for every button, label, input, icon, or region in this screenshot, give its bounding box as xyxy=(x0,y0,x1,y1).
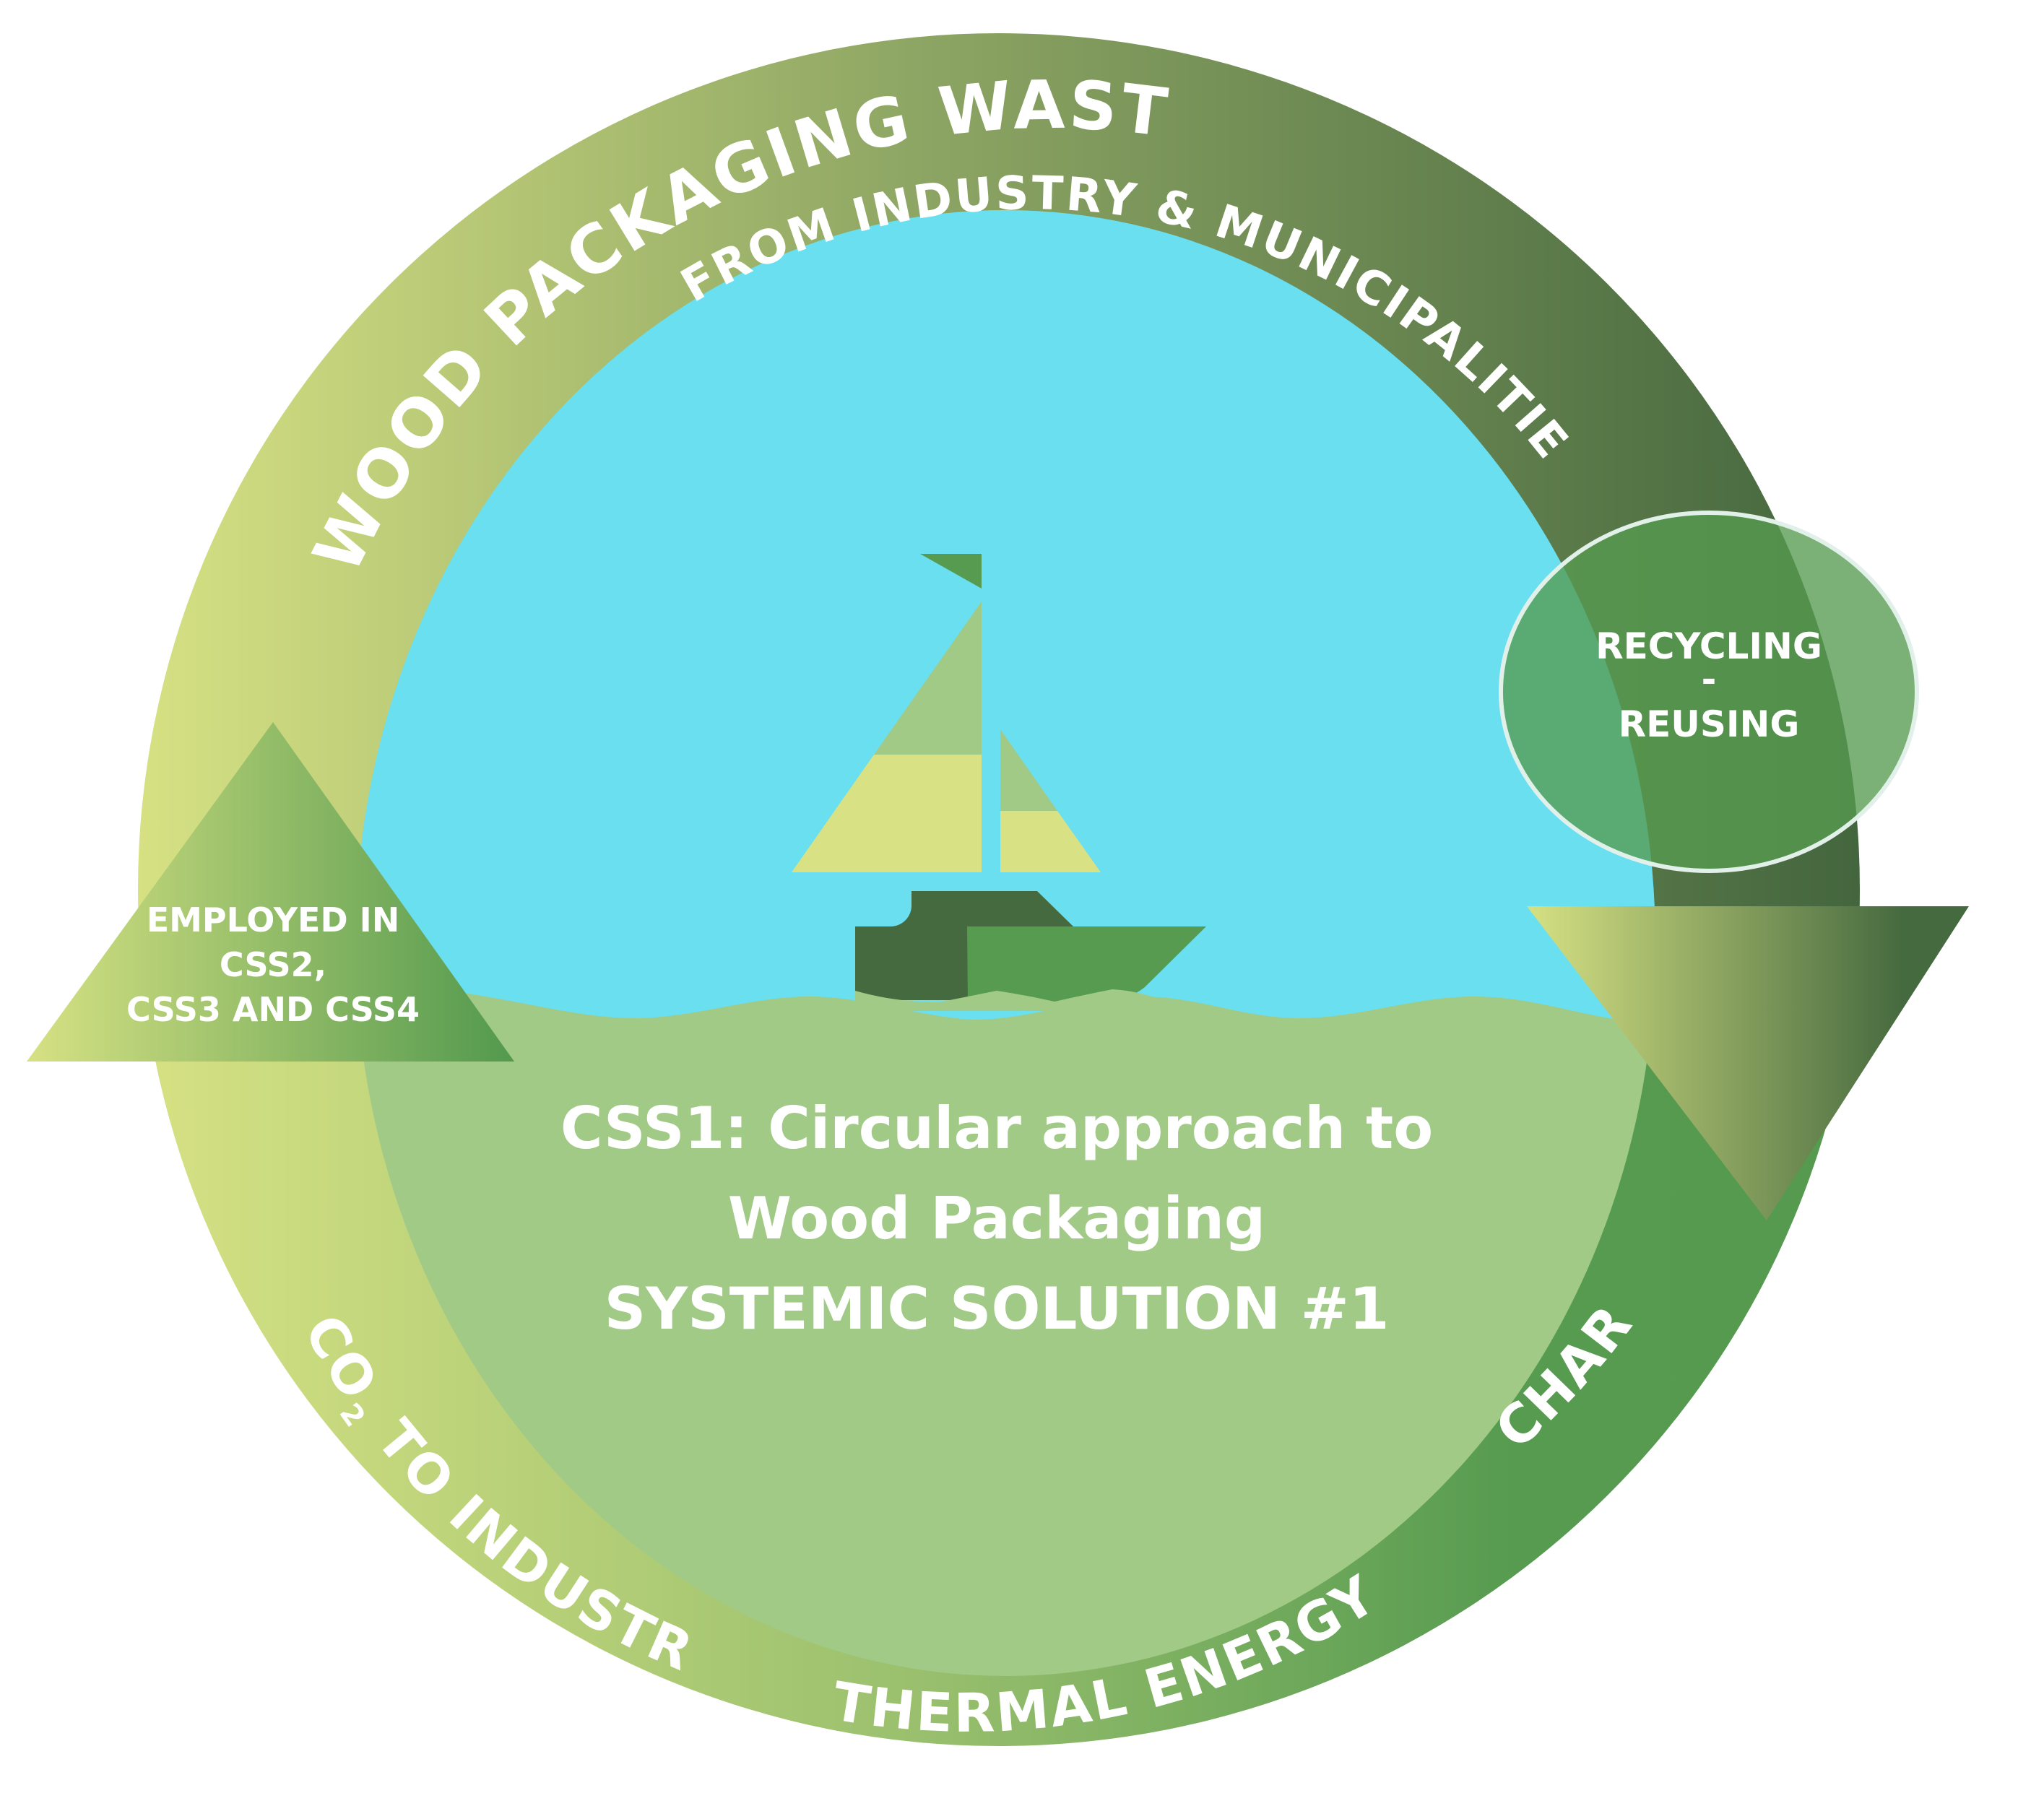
employed-in-triangle: EMPLOYED IN CSS2, CSS3 AND CSS4 xyxy=(27,722,514,1062)
main-sail-top xyxy=(874,602,982,755)
bubble-line-2: - xyxy=(1702,659,1717,700)
center-title-line-3: SYSTEMIC SOLUTION #1 xyxy=(605,1275,1390,1342)
sailboat-icon xyxy=(792,554,1206,1011)
center-title: CSS1: Circular approach to Wood Packagin… xyxy=(560,1095,1433,1342)
employed-in-line-2: CSS2, xyxy=(220,945,326,984)
bubble-line-1: RECYCLING xyxy=(1595,625,1822,667)
employed-in-line-3: CSS3 AND CSS4 xyxy=(126,990,420,1029)
recycling-reusing-bubble: RECYCLING - REUSING xyxy=(1499,511,1919,873)
flag xyxy=(920,554,982,589)
hull-waterline xyxy=(855,989,1170,1011)
sea xyxy=(355,989,1655,1676)
up-arrow-triangle xyxy=(27,722,514,1062)
down-arrow-triangle xyxy=(1527,906,1969,1220)
jib-sail-bottom xyxy=(1000,811,1101,872)
employed-in-line-1: EMPLOYED IN xyxy=(147,900,400,939)
jib-sail-top xyxy=(1000,729,1057,811)
bubble xyxy=(1499,511,1919,873)
center-title-line-2: Wood Packaging xyxy=(728,1185,1265,1252)
hull xyxy=(967,926,1206,1004)
main-sail-bottom xyxy=(792,755,982,872)
bubble-line-3: REUSING xyxy=(1619,703,1800,745)
center-title-line-1: CSS1: Circular approach to xyxy=(560,1095,1433,1162)
